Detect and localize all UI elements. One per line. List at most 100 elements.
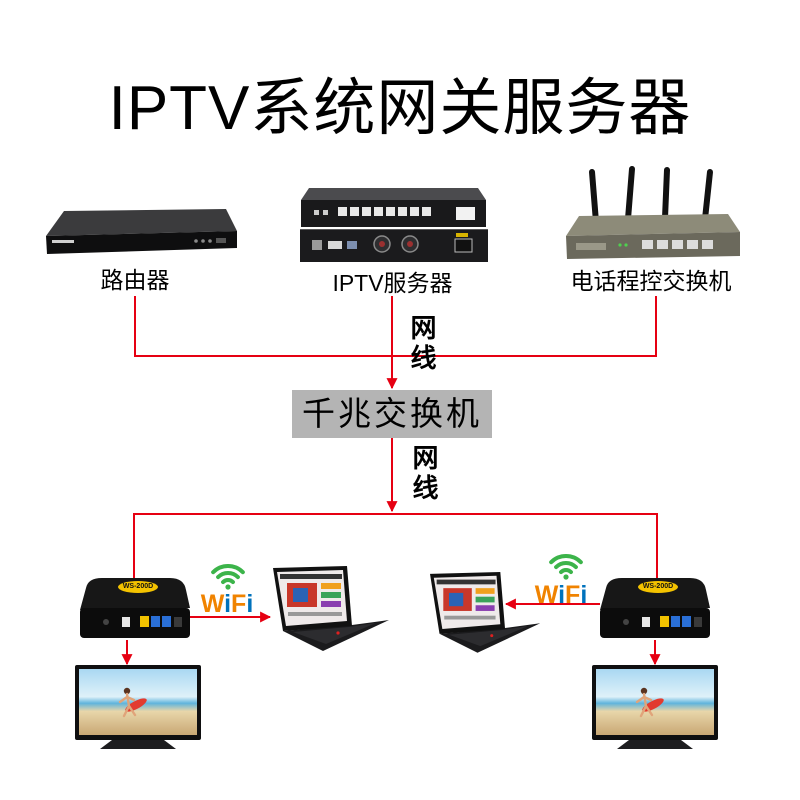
stb-usb-port [642,617,650,627]
server-top-face [301,188,486,200]
server-lan-port [362,207,371,216]
laptop-screen-tile [321,583,341,589]
stb-port-yellow [140,616,149,627]
tv-right [592,665,718,749]
wifi-letter: W [534,581,559,609]
wifi-arc [559,568,573,575]
router-led [208,239,212,243]
wifi-arc [216,571,240,580]
server-rear-port [312,240,322,250]
wifi-letter: F [231,590,247,618]
stb-port-dark [694,617,702,627]
server-lan-port [410,207,419,216]
stb-left [80,578,190,638]
pbx-device [566,166,740,259]
wifi-arc [554,561,578,570]
wifi-letter: i [580,581,588,609]
wifi-dot [563,574,569,580]
stb-port-yellow [660,616,669,627]
iptv-server-label: IPTV服务器 [332,270,453,296]
switch-box [292,390,492,438]
wifi-dot [225,584,231,590]
wifi-label-right: WiFi [530,582,592,608]
wifi-letter: i [224,590,232,618]
server-warning-label [456,233,468,237]
server-power-connector-core [379,241,385,247]
stb-right [600,578,710,638]
laptop-trackpoint [336,631,340,635]
stb-top-face [80,578,190,610]
wifi-icon-left [211,564,245,590]
laptop-keyboard [449,626,528,647]
laptop-screen-tile [321,601,341,607]
laptop-screen-figure [449,592,464,607]
stb-port-blue [151,616,160,627]
server-lan-port [386,207,395,216]
wifi-letter: i [558,581,566,609]
stb-left-model-label: WS-200D [122,583,154,590]
iptv-server-device [300,188,488,262]
router-label: 路由器 [100,267,170,293]
server-sticker [456,207,475,220]
switch-label: 千兆交换机 [302,395,482,432]
diagram-title: IPTV系统网关服务器 [108,74,692,143]
pbx-label-plate [576,243,606,250]
stb-port-blue [682,616,691,627]
laptop-screen-footer [444,615,496,620]
stb-port-dark [174,617,182,627]
router-button [216,238,226,243]
stb-model-badge [638,581,678,593]
wifi-letter: F [565,581,581,609]
server-lan-port [374,207,383,216]
server-led [314,210,319,215]
laptop-screen-tile [475,596,495,603]
pbx-antenna [702,169,713,222]
wifi-label-left: WiFi [196,591,258,617]
tv-stand [100,740,176,749]
router-logo-mark [52,240,74,243]
server-lan-port [338,207,347,216]
laptop-keyboard [293,623,376,644]
stb-model-badge [118,581,158,593]
router-device [46,209,237,254]
pbx-antenna [662,167,670,221]
server-rear-port [347,241,357,249]
tv-screen-surfer-body [635,692,654,718]
laptop-screen-topbar [436,579,496,585]
connector-lines [121,296,661,666]
pbx-port [657,240,668,249]
tv-left [75,665,201,749]
server-lan-port [350,207,359,216]
router-front-face [46,231,237,254]
server-power-socket [454,238,473,253]
stb-top-face [600,578,710,610]
tv-screen-surfer-head [123,687,131,695]
laptop-right [430,572,541,653]
stb-power-jack [623,619,629,625]
stb-usb-port [122,617,130,627]
pbx-port [672,240,683,249]
laptop-screen-tile [475,588,495,594]
stb-port-blue [162,616,171,627]
router-led [194,239,198,243]
server-led [323,210,328,215]
tv-screen-surfer-head [640,687,648,695]
laptop-screen-tile [475,605,495,611]
pbx-led [624,243,628,247]
wifi-letter: i [246,590,254,618]
laptop-screen-footer [288,612,342,616]
laptop-screen-topbar [280,574,342,579]
pbx-port [702,240,713,249]
pbx-port [687,240,698,249]
router-led [201,239,205,243]
stb-power-jack [103,619,109,625]
server-rear-port [328,241,342,249]
stb-right-model-label: WS-200D [642,583,674,590]
upper-cable-label: 网线 [407,314,437,374]
laptop-trackpoint [490,634,494,638]
server-lan-port [398,207,407,216]
wifi-arc [211,564,245,575]
server-power-connector-core [407,241,413,247]
pbx-antenna [589,169,599,225]
